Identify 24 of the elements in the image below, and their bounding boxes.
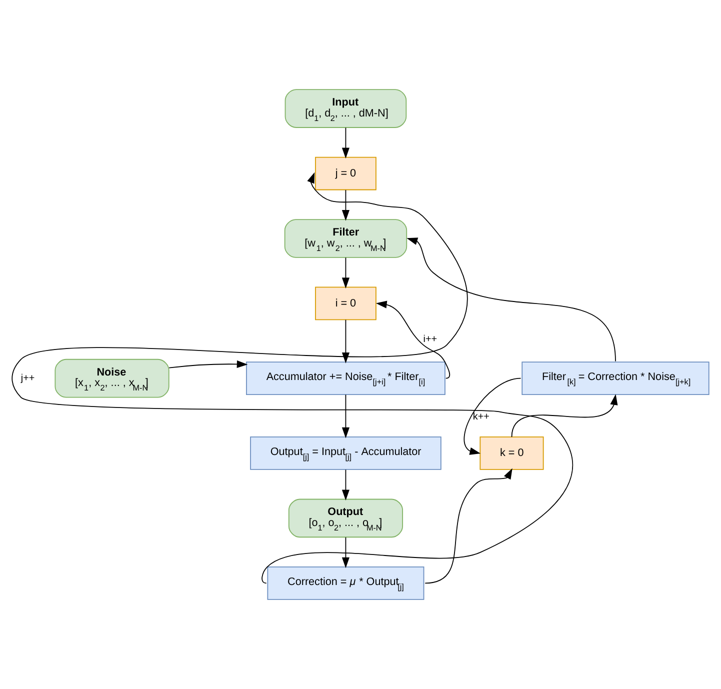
- edge-label: j++: [20, 372, 35, 384]
- node-box: Accumulator += Noise$_{[j+i]}$ * Filter$_{[i]}$: [246, 362, 446, 396]
- arrow: [424, 468, 512, 584]
- arrow: [342, 127, 350, 159]
- node-box: Output$_{[j]}$ = Input$_{[j]}$ - Accumulator: [250, 436, 442, 470]
- node-box: Filter$_{[k]}$ = Correction * Noise$_{[j+k]}$: [522, 362, 710, 396]
- arrow: [464, 378, 522, 455]
- node-box: i = 0: [315, 286, 376, 320]
- arrow: [168, 360, 248, 368]
- arrow: [342, 536, 350, 568]
- arrow: [342, 319, 350, 364]
- node-box: k = 0: [480, 436, 544, 470]
- arrow: [342, 469, 350, 501]
- arrow: [342, 190, 350, 221]
- node-box: Correction = μ* Output$_{[j]}$: [267, 566, 424, 600]
- arrow: [406, 238, 616, 362]
- arrow: [342, 257, 350, 288]
- arrow: [511, 394, 618, 438]
- edge-label: i++: [423, 334, 438, 346]
- arrow: [12, 172, 574, 584]
- arrow: [342, 394, 350, 438]
- edge-label: k++: [472, 412, 490, 423]
- node-box: j = 0: [315, 156, 376, 190]
- node-box: Input [d$_{1}$, d$_{2}$, ... , dM-N]: [284, 89, 407, 128]
